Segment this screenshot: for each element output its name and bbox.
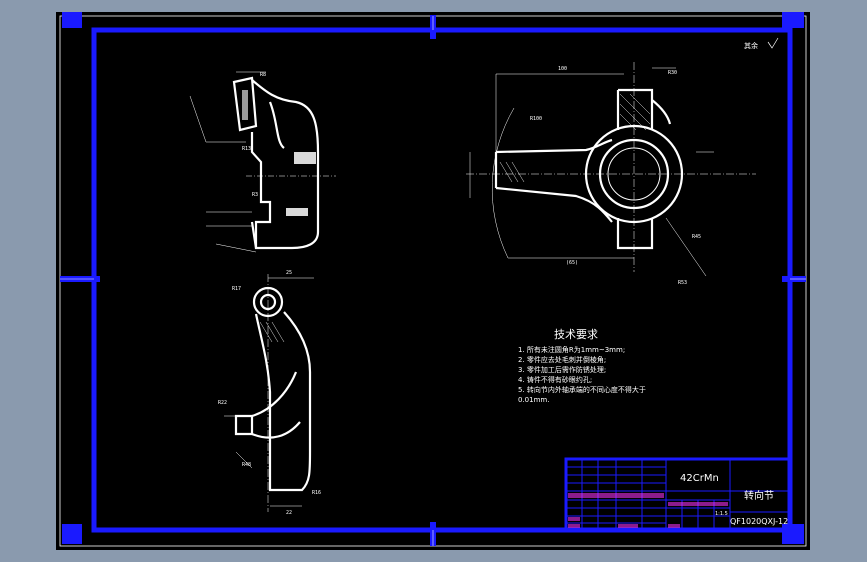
corner-marks — [60, 12, 806, 546]
dim-22: 22 — [286, 510, 292, 516]
top-left-dims — [189, 71, 336, 253]
material: 42CrMn — [680, 473, 719, 484]
tech-req-item: 0.01mm. — [518, 396, 549, 404]
dim-100: 100 — [558, 66, 567, 72]
dim-r100: R100 — [530, 116, 542, 122]
part-name: 转向节 — [744, 489, 774, 502]
dim-r13: R13 — [242, 146, 251, 152]
roughness-symbol — [767, 37, 779, 49]
drawing-sheet: 其余 R8 R13 R3 — [56, 12, 810, 550]
dim-65: (65) — [566, 260, 578, 266]
dim-r48: R48 — [242, 462, 251, 468]
tech-req-item: 3. 零件加工后需作防锈处理; — [518, 365, 606, 374]
dim-r22: R22 — [218, 400, 227, 406]
dim-r30: R30 — [668, 70, 677, 76]
center-ticks — [60, 16, 806, 546]
dim-r8: R8 — [260, 72, 266, 78]
dim-r45: R45 — [692, 234, 701, 240]
top-left-hatch — [242, 90, 316, 216]
tech-req-item: 4. 铸件不得有砂眼约孔; — [518, 375, 592, 384]
dim-r16: R16 — [312, 490, 321, 496]
tech-req-item: 2. 零件应去处毛刺并倒棱角; — [518, 355, 606, 364]
front-view — [494, 88, 684, 250]
front-view-dims — [466, 62, 756, 277]
top-left-view — [232, 76, 320, 250]
dim-25: 25 — [286, 270, 292, 276]
title-block: 42CrMn 转向节 QF1020QXJ-12 1:1.5 — [564, 457, 792, 532]
tech-req-item: 1. 所有未注圆角R为1mm~3mm; — [518, 345, 625, 354]
tech-req-title: 技术要求 — [554, 328, 598, 341]
side-view — [234, 286, 312, 492]
outer-border — [59, 15, 807, 547]
cad-drawing: 其余 R8 R13 R3 — [59, 12, 807, 547]
side-view-hatch — [259, 321, 285, 343]
dim-r53: R53 — [678, 280, 687, 286]
drawing-number: QF1020QXJ-12 — [730, 517, 788, 526]
scale: 1:1.5 — [715, 511, 728, 517]
dim-r3: R3 — [252, 192, 258, 198]
tech-req-item: 5. 转向节内外轴承端的不同心度不得大于 — [518, 385, 646, 394]
side-view-dims — [224, 274, 314, 512]
dim-r17: R17 — [232, 286, 241, 292]
technical-requirements: 技术要求 1. 所有未注圆角R为1mm~3mm; 2. 零件应去处毛刺并倒棱角;… — [518, 328, 646, 404]
front-view-hatch — [499, 93, 651, 183]
roughness-note: 其余 — [744, 41, 758, 50]
